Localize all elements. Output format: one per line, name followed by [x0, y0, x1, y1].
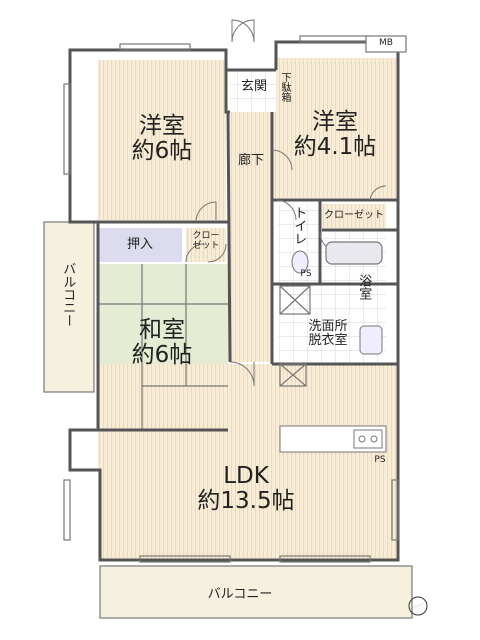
oshiire-floor: [98, 228, 182, 262]
ps-label-2: PS: [374, 455, 386, 465]
tatami-lines: [98, 264, 228, 430]
balcony-bottom-label: バルコニー: [207, 587, 273, 602]
balcony-side-area: [43, 221, 95, 393]
washroom-line2: 脱衣室: [308, 333, 348, 349]
corridor-floor: [230, 112, 272, 362]
toilet-label: トイレ: [291, 206, 307, 245]
north-arrow-icon: [408, 596, 432, 616]
western-b-label: 洋室 約4.1帖: [280, 109, 390, 161]
japanese-label: 和室 約6帖: [112, 317, 212, 369]
ps-label-1: PS: [300, 269, 312, 279]
mb-box: [365, 35, 407, 53]
closet-top-floor: [322, 204, 386, 228]
bathtub: [325, 241, 383, 265]
western-a-line1: 洋室: [139, 113, 185, 139]
doors: [185, 19, 387, 387]
ldk-label: LDK 約13.5帖: [176, 463, 316, 515]
closet-mid-floor: [186, 228, 226, 262]
mb-label: MB: [379, 38, 393, 48]
ldk-line2: 約13.5帖: [197, 488, 295, 515]
ldk-line1: LDK: [223, 463, 269, 489]
western-b-line1: 洋室: [312, 109, 358, 135]
corridor-label: 廊下: [237, 153, 264, 168]
shoe-box-label: 下駄箱: [279, 72, 290, 102]
windows: [63, 35, 399, 563]
washroom-line1: 洗面所: [308, 319, 348, 334]
entrance-label: 玄関: [240, 79, 267, 94]
toilet-fixture: [291, 250, 309, 274]
western-b-floor: [274, 58, 396, 198]
western-a-floor: [98, 60, 226, 220]
western-a-line2: 約6帖: [131, 138, 193, 165]
wash-basin: [359, 325, 383, 355]
bath-label: 浴室: [356, 274, 372, 300]
closet-mid-label: クロー ゼット: [186, 231, 226, 252]
western-a-label: 洋室 約6帖: [112, 113, 212, 165]
balcony-bottom-area: [99, 565, 413, 619]
ldk-floor: [98, 364, 396, 560]
washroom-label: 洗面所 脱衣室: [296, 319, 360, 349]
oshiire-label: 押入: [126, 237, 153, 252]
entrance-floor: [230, 70, 276, 112]
closet-top-label: クローゼット: [324, 210, 384, 221]
shaft-crosses: [279, 285, 311, 387]
closet-mid-line1: クロー: [192, 231, 220, 241]
closet-mid-line2: ゼット: [192, 240, 220, 251]
japanese-line2: 約6帖: [131, 342, 193, 369]
stove: [353, 429, 383, 449]
balcony-side-label: バルコニー: [60, 262, 76, 327]
western-b-line2: 約4.1帖: [293, 134, 377, 161]
japanese-line1: 和室: [139, 317, 185, 343]
